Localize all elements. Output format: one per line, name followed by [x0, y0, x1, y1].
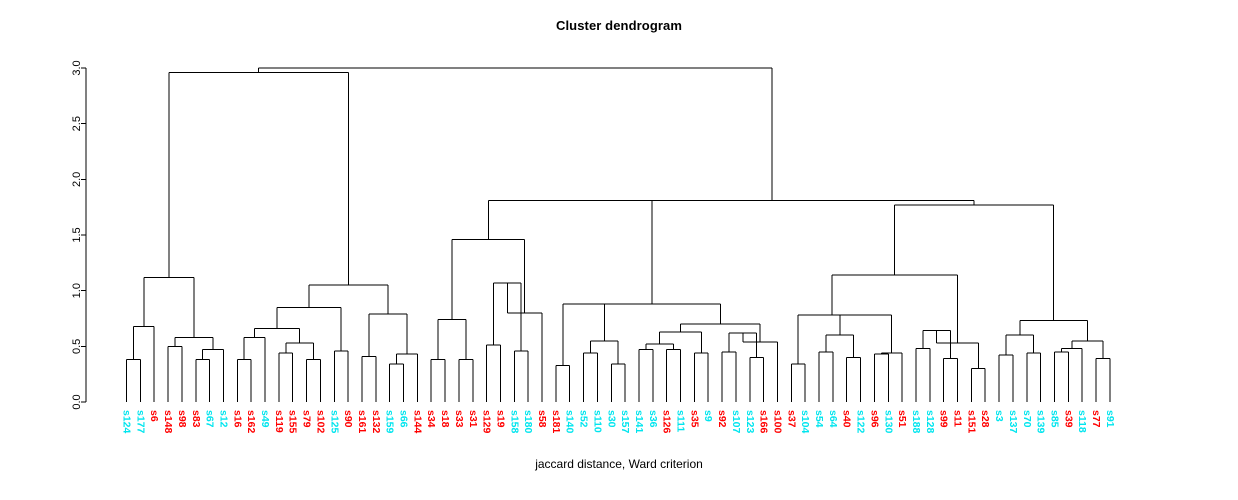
leaf-label-s123: s123 — [744, 410, 756, 434]
y-axis-tick-label: 1.5 — [71, 227, 83, 242]
leaf-label-s52: s52 — [578, 410, 590, 428]
leaf-label-s148: s148 — [162, 410, 174, 434]
leaf-label-s99: s99 — [938, 410, 950, 428]
leaf-label-s39: s39 — [1062, 410, 1074, 428]
leaf-label-s6: s6 — [148, 410, 160, 422]
leaf-label-s130: s130 — [882, 410, 894, 434]
y-axis-tick-label: 3.0 — [71, 60, 83, 75]
leaf-label-s67: s67 — [204, 410, 216, 428]
leaf-label-s83: s83 — [190, 410, 202, 428]
leaf-label-s129: s129 — [481, 410, 493, 434]
leaf-label-s125: s125 — [328, 410, 340, 434]
leaf-label-s140: s140 — [564, 410, 576, 434]
y-axis-tick-label: 2.0 — [71, 172, 83, 187]
leaf-label-s111: s111 — [675, 410, 687, 432]
leaf-label-s177: s177 — [134, 410, 146, 434]
leaf-label-s144: s144 — [411, 410, 423, 434]
leaf-label-s151: s151 — [965, 410, 977, 434]
leaf-label-s91: s91 — [1104, 410, 1116, 428]
leaf-label-s128: s128 — [924, 410, 936, 434]
leaf-label-s157: s157 — [619, 410, 631, 434]
leaf-label-s18: s18 — [439, 410, 451, 428]
leaf-label-s139: s139 — [1035, 410, 1047, 434]
leaf-tick-marks — [126, 392, 1111, 402]
leaf-label-s102: s102 — [314, 410, 326, 434]
leaf-label-s66: s66 — [398, 410, 410, 428]
leaf-label-s19: s19 — [494, 410, 506, 428]
y-axis-tick-label: 0.5 — [71, 339, 83, 354]
leaf-label-s122: s122 — [855, 410, 867, 434]
leaf-label-s49: s49 — [259, 410, 271, 428]
page-title: Cluster dendrogram — [555, 18, 683, 33]
leaf-label-s110: s110 — [591, 410, 603, 433]
y-axis-tick-label: 2.5 — [71, 116, 83, 131]
leaf-label-s158: s158 — [508, 410, 520, 434]
leaf-label-s104: s104 — [799, 410, 811, 434]
leaf-label-s70: s70 — [1021, 410, 1033, 428]
leaf-label-s36: s36 — [647, 410, 659, 428]
leaf-label-s40: s40 — [841, 410, 853, 428]
leaf-label-s162: s162 — [245, 410, 257, 434]
leaf-label-s11: s11 — [952, 410, 964, 427]
leaf-label-s166: s166 — [758, 410, 770, 434]
leaf-label-s90: s90 — [342, 410, 354, 428]
leaf-label-s85: s85 — [1048, 410, 1060, 428]
leaf-label-s96: s96 — [868, 410, 880, 428]
leaf-label-s124: s124 — [121, 410, 133, 434]
leaf-label-s35: s35 — [688, 410, 700, 428]
leaf-label-s33: s33 — [453, 410, 465, 428]
leaf-label-s79: s79 — [301, 410, 313, 428]
y-axis-tick-label: 0.0 — [71, 394, 83, 409]
y-axis: 0.0 0.5 1.0 1.5 2.0 2.5 3.0 — [71, 60, 87, 410]
leaf-label-s12: s12 — [217, 410, 229, 428]
leaf-label-s64: s64 — [827, 410, 839, 428]
leaf-label-s9: s9 — [702, 410, 714, 422]
leaf-label-s118: s118 — [1076, 410, 1088, 433]
leaf-label-s77: s77 — [1090, 410, 1102, 428]
leaf-label-s181: s181 — [550, 410, 562, 434]
leaf-label-s119: s119 — [273, 410, 285, 433]
leaf-label-s28: s28 — [979, 410, 991, 428]
leaf-label-s37: s37 — [785, 410, 797, 428]
leaf-label-s51: s51 — [896, 410, 908, 428]
leaf-label-s141: s141 — [633, 410, 645, 434]
leaf-label-s161: s161 — [356, 410, 368, 434]
leaf-label-s107: s107 — [730, 410, 742, 434]
dendrogram-tree — [126, 67, 1111, 402]
leaf-label-s159: s159 — [384, 410, 396, 434]
leaf-label-s137: s137 — [1007, 410, 1019, 434]
leaf-label-s30: s30 — [605, 410, 617, 428]
leaf-label-s132: s132 — [370, 410, 382, 434]
leaf-label-s188: s188 — [910, 410, 922, 434]
leaf-label-s34: s34 — [425, 410, 437, 428]
leaf-label-s155: s155 — [287, 410, 299, 434]
y-axis-tick-label: 1.0 — [71, 283, 83, 298]
leaf-label-s54: s54 — [813, 410, 825, 428]
leaf-label-s31: s31 — [467, 410, 479, 428]
leaf-label-s126: s126 — [661, 410, 673, 434]
leaf-label-s180: s180 — [522, 410, 534, 434]
x-axis-label: jaccard distance, Ward criterion — [535, 457, 703, 471]
leaf-label-s58: s58 — [536, 410, 548, 428]
leaf-label-s92: s92 — [716, 410, 728, 428]
leaf-label-s16: s16 — [231, 410, 243, 428]
leaf-label-s98: s98 — [176, 410, 188, 428]
leaf-label-s100: s100 — [771, 410, 783, 434]
leaf-label-s3: s3 — [993, 410, 1005, 422]
